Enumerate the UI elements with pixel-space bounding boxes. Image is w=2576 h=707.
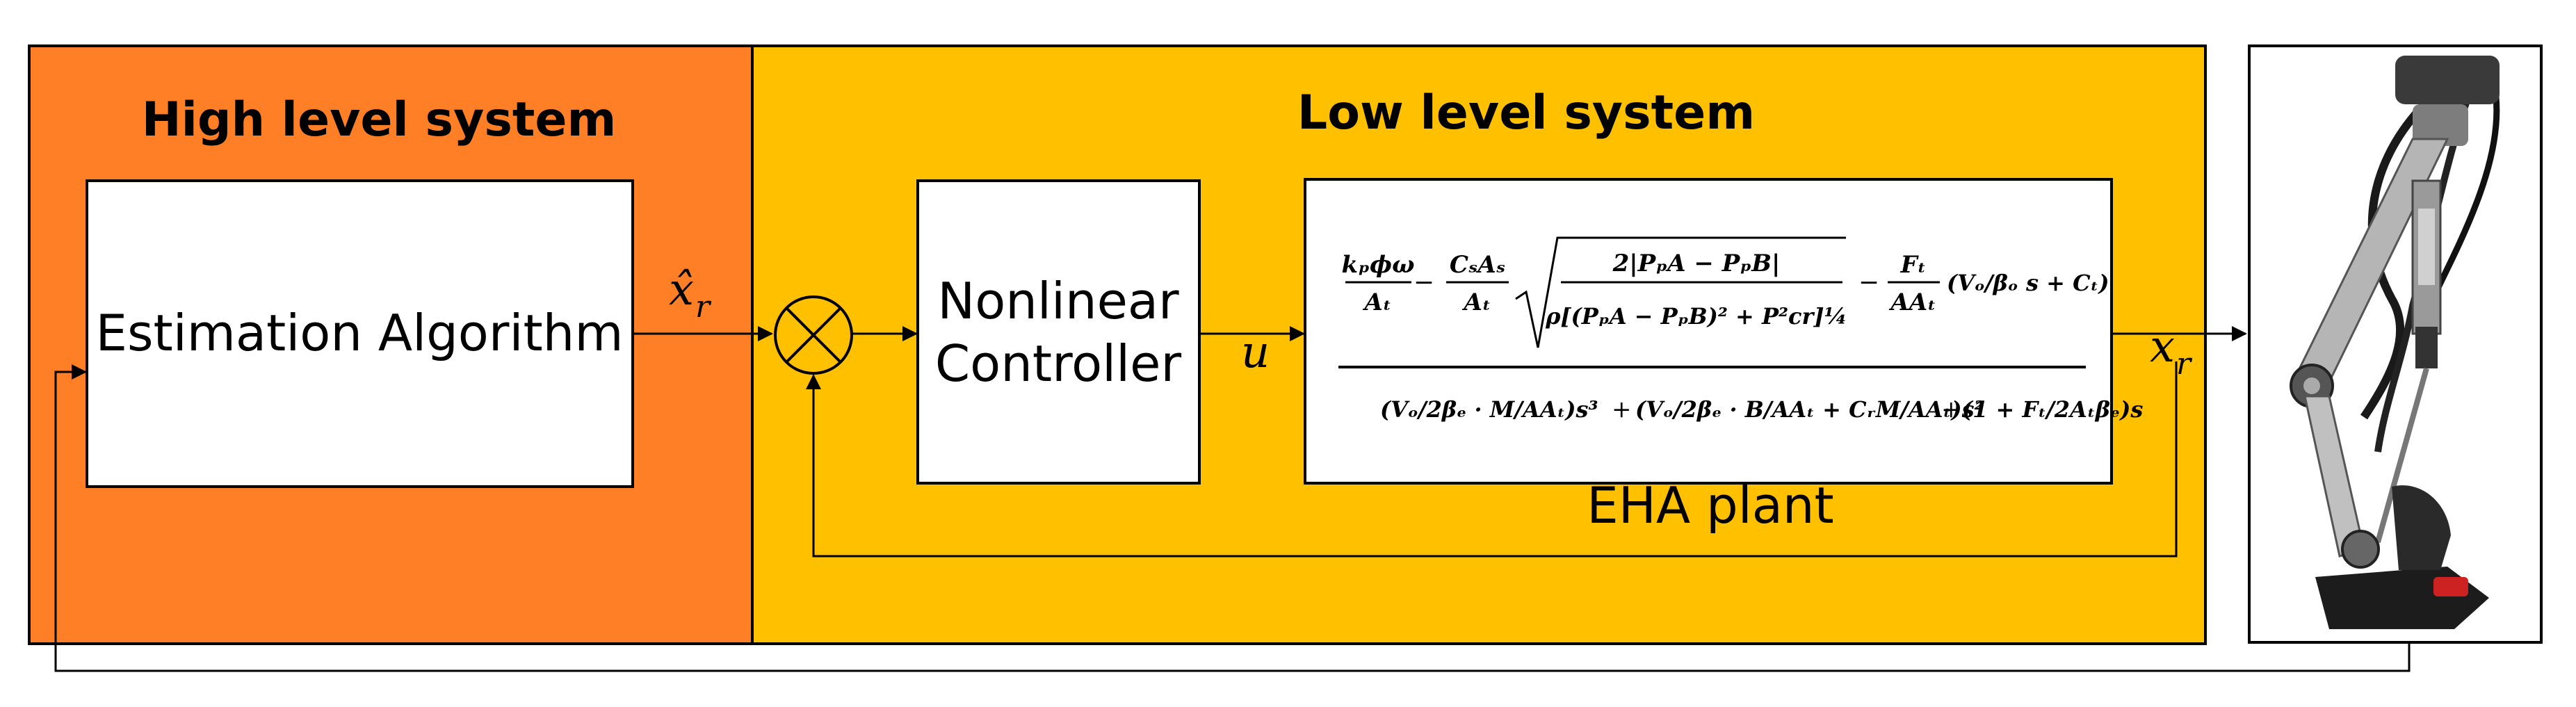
inner-feedback-loop [806,361,2178,558]
svg-text:r: r [2176,346,2193,382]
svg-text:+: + [1612,396,1632,423]
nonlinear-controller-block [916,179,1201,485]
transfer-function: kₚϕω Aₜ − CₛAₛ Aₜ 2|PₚA − PₚB| ρ[(PₚA − … [1338,236,2143,423]
eha-plant-block [1304,178,2113,485]
estimate-signal-label: x̂ r [669,264,712,325]
exoskeleton-leg-icon [2290,56,2500,629]
low-level-title: Low level system [1297,86,1755,140]
controller-label-line1: Nonlinear [937,272,1179,330]
control-signal-label: u [1241,327,1270,378]
outer-feedback-loop [54,364,2411,672]
tf-den-term-c: (1 + Fₜ/2Aₜβₑ)s [1962,396,2143,423]
tf-num-term1-bottom: Aₜ [1363,289,1392,316]
tf-num-term2-bottom: Aₜ [1462,289,1491,316]
tf-num-term3-top: Fₜ [1900,251,1927,279]
eha-plant-label: EHA plant [1587,476,1833,535]
tf-sqrt-numerator: 2|PₚA − PₚB| [1612,250,1781,277]
svg-text:−: − [1413,268,1434,297]
tf-num-term3-bottom: AAₜ [1888,289,1936,316]
svg-text:+: + [1941,396,1961,423]
svg-text:−: − [1858,268,1879,297]
estimation-algorithm-label: Estimation Algorithm [96,304,624,362]
tf-num-term2-top: CₛAₛ [1450,251,1505,279]
tf-den-term-b: (Vₒ/2βₑ · B/AAₜ + CᵣM/AAₜ)s² [1635,396,1984,423]
high-level-title: High level system [142,92,617,147]
controller-label-line2: Controller [935,334,1182,393]
estimation-algorithm-block [86,179,634,488]
output-signal-label: x r [2150,321,2193,382]
svg-text:r: r [695,289,712,325]
tf-num-term1-top: kₚϕω [1342,251,1415,279]
tf-sqrt-denominator: ρ[(PₚA − PₚB)² + P²cr]¼ [1545,303,1847,330]
summing-junction [774,295,853,375]
svg-text:x: x [2150,321,2175,373]
tf-den-term-a: (Vₒ/2βₑ · M/AAₜ)s³ [1380,396,1598,423]
tf-num-term3-tail: (Vₒ/βₒ s + Cₜ) [1947,270,2109,296]
svg-text:x̂: x̂ [669,264,694,316]
